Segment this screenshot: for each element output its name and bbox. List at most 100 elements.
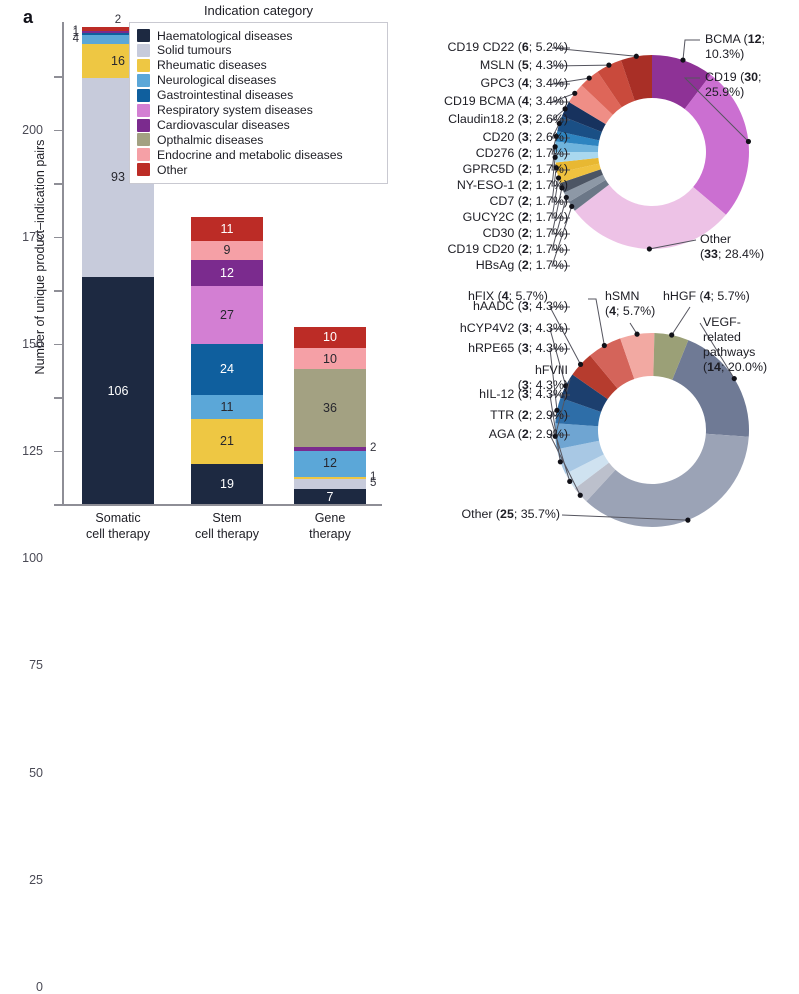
bar-segment: 36 <box>294 369 366 447</box>
donut-slice <box>563 174 606 203</box>
y-tick: 25 <box>29 450 62 887</box>
y-tick: 50 <box>29 397 62 780</box>
leader-dot <box>606 62 612 68</box>
donut-b-label-GUCY2C: GUCY2C (2; 1.7%) <box>462 210 568 224</box>
leader-dot <box>553 165 559 171</box>
donut-c-label-hHGF: hHGF (4; 5.7%) <box>663 289 750 303</box>
bar-segment: 27 <box>191 285 263 344</box>
donut-b-label-CD30: CD30 (2; 1.7%) <box>482 226 568 240</box>
y-tick: 200 <box>22 75 62 137</box>
legend-item-2: Rheumatic diseases <box>137 58 378 72</box>
leader-line <box>549 415 571 482</box>
leader-line <box>671 306 691 336</box>
leader-line <box>699 322 735 379</box>
leader-line <box>551 146 570 171</box>
bar-segment-value: 10 <box>323 351 337 366</box>
donut-c-label-TTR: TTR (2; 2.9%) <box>490 408 568 422</box>
bar-segment-value: 12 <box>323 456 337 471</box>
leader-line <box>649 239 697 250</box>
bar-segment-value: 2 <box>114 14 122 27</box>
leader-line <box>551 197 570 251</box>
panel-c-donut-chart: c hAADC (3; 4.3%)hCYP4V2 (3; 4.3%)hRPE65… <box>400 285 799 542</box>
leader-line <box>551 92 575 103</box>
donut-slice <box>565 454 609 489</box>
donut-b-label-MSLN: MSLN (5; 4.3%) <box>479 58 568 72</box>
bar-segment: 10 <box>294 326 366 349</box>
donut-slice <box>555 152 599 163</box>
bar-segment-value: 106 <box>107 383 129 398</box>
bar-segment-value: 7 <box>326 489 334 504</box>
donut-b-label-GPRC5D: GPRC5D (2; 1.7%) <box>462 162 568 176</box>
legend-swatch-icon <box>137 73 150 87</box>
leader-dot <box>633 53 639 59</box>
leader-line <box>551 187 570 235</box>
donut-slice <box>560 169 603 193</box>
donut-b-label-CD7: CD7 (2; 1.7%) <box>489 194 568 208</box>
y-tick: 125 <box>22 236 62 458</box>
bar-segment-value: 24 <box>220 362 234 377</box>
leader-dot <box>669 332 675 338</box>
panel-letter-a: a <box>23 7 34 27</box>
y-tick: 175 <box>22 129 62 244</box>
donut-slice <box>574 462 616 502</box>
donut-slice <box>590 338 635 389</box>
leader-line <box>551 177 570 219</box>
donut-slice <box>652 55 711 110</box>
donut-slice <box>557 163 601 183</box>
bar-segment: 10 <box>294 348 366 370</box>
legend-item-label: Solid tumours <box>157 43 232 58</box>
y-tick-label: 25 <box>29 872 43 887</box>
leader-dot <box>552 433 558 439</box>
bar-segment-value: 21 <box>220 433 234 448</box>
donut-slice <box>568 85 613 125</box>
y-tick-label: 175 <box>22 230 43 244</box>
donut-slice <box>574 184 726 249</box>
legend-swatch-icon <box>137 148 150 162</box>
leader-line <box>549 328 570 386</box>
legend-swatch-icon <box>137 29 150 43</box>
legend-item-7: Opthalmic diseases <box>137 133 378 147</box>
donut-slice <box>561 101 606 133</box>
bar-segment-value: 19 <box>220 476 234 491</box>
panel-a-bar-chart: a Number of unique product–indication pa… <box>0 0 400 994</box>
donut-b-label-NY-ESO-1: NY-ESO-1 (2; 1.7%) <box>456 178 568 192</box>
donut-slice <box>555 131 600 147</box>
leader-dot <box>563 383 569 389</box>
bar-segment: 1 <box>294 471 376 482</box>
legend-item-6: Cardiovascular diseases <box>137 118 378 132</box>
donut-b-label-BCMA: BCMA (12;10.3%) <box>705 32 765 61</box>
donut-b-svg <box>550 39 752 267</box>
donut-slice <box>586 433 749 527</box>
y-tick-label: 100 <box>22 551 43 566</box>
leader-line <box>549 306 582 365</box>
bar-segment: 7 <box>294 489 366 505</box>
bar-segment: 1 <box>73 28 154 39</box>
leader-dot <box>567 478 573 485</box>
leader-dot <box>586 75 592 81</box>
leader-dot <box>577 492 583 498</box>
donut-slice <box>684 74 749 215</box>
legend-item-label: Neurological diseases <box>157 73 277 88</box>
donut-slice <box>560 374 608 413</box>
bar-segment: 24 <box>191 343 263 396</box>
leader-dot <box>569 203 575 210</box>
donut-c-label-AGA: AGA (2; 2.9%) <box>488 427 568 441</box>
donut-c-label-hFIX: hFIX (4; 5.7%) <box>468 289 548 303</box>
leader-line <box>682 39 700 61</box>
bar-segment: 11 <box>191 217 263 241</box>
donut-c-label-Other: Other (25; 35.7%) <box>461 507 560 521</box>
bar-segment-value: 12 <box>220 265 234 280</box>
bar-segment: 4 <box>73 33 154 44</box>
leader-dot <box>555 175 562 181</box>
donut-slice <box>556 440 604 474</box>
donut-slice <box>581 71 622 115</box>
leader-dot <box>553 133 559 139</box>
donut-slice <box>572 355 618 400</box>
legend-item-label: Endocrine and metabolic diseases <box>157 147 343 162</box>
leader-dot <box>646 246 652 252</box>
bar-segment-value: 11 <box>220 221 234 236</box>
legend-item-label: Cardiovascular diseases <box>157 117 290 132</box>
y-axis-line <box>62 22 64 506</box>
